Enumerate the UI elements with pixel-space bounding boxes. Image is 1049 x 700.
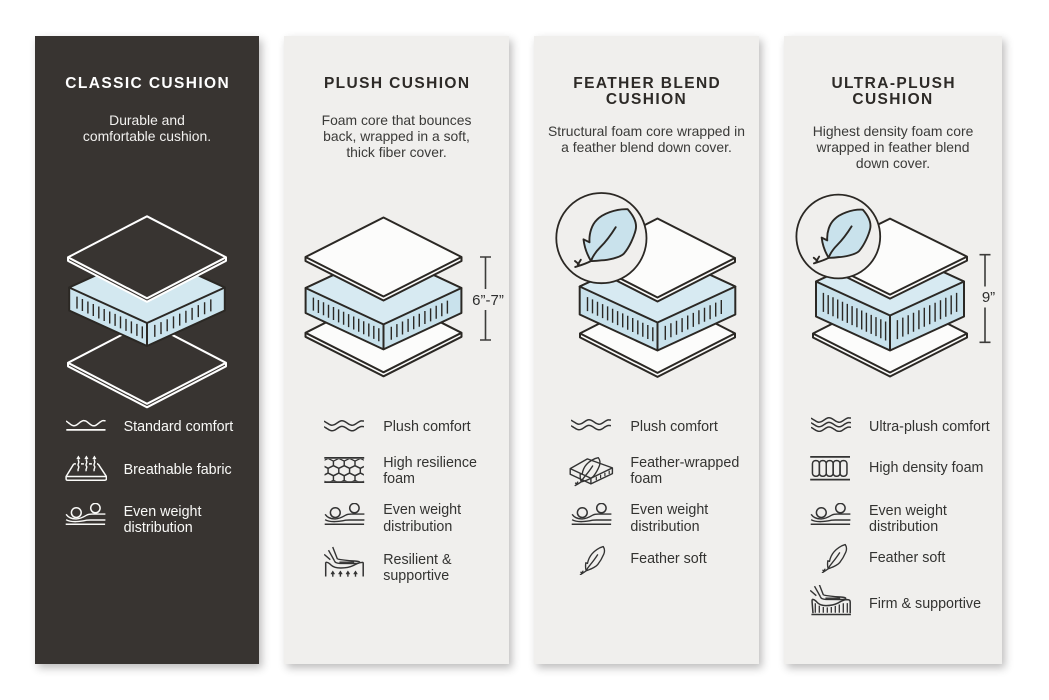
svg-text:6”-7”: 6”-7” — [472, 292, 504, 309]
svg-text:9”: 9” — [982, 289, 995, 306]
